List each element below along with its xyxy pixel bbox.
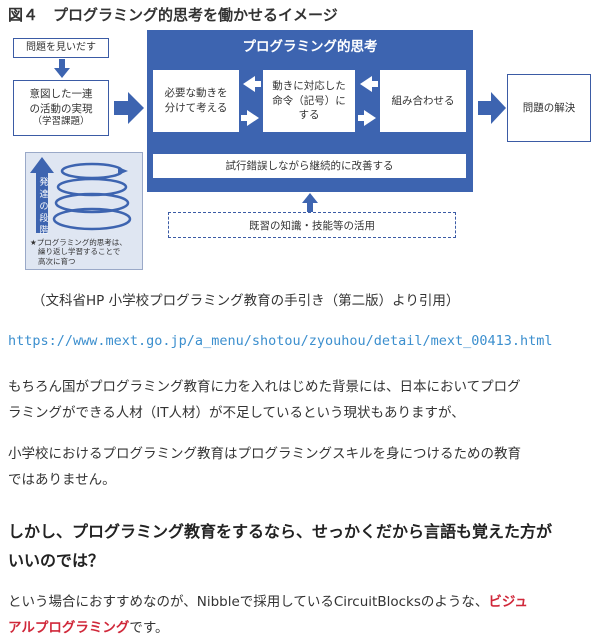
- note-line1: ★プログラミング的思考は、: [30, 237, 127, 247]
- solve-label: 問題の解決: [522, 101, 576, 114]
- step-1-line2: 分けて考える: [164, 102, 228, 114]
- paragraph-3-line1: という場合におすすめなのが、Nibbleで採用しているCircuitBlocks…: [8, 589, 593, 615]
- section-heading: しかし、プログラミング教育をするなら、せっかくだから言語も覚えた方が いいのでは…: [8, 517, 593, 575]
- knowledge-label: 既習の知識・技能等の活用: [249, 219, 375, 232]
- paragraph-2-line2: ではありません。: [8, 472, 116, 488]
- paragraph-3-suffix: です。: [129, 620, 169, 636]
- trial-label: 試行錯誤しながら継続的に改善する: [225, 159, 394, 172]
- step-3-label: 組み合わせる: [391, 94, 455, 107]
- trial-box: 試行錯誤しながら継続的に改善する: [153, 154, 466, 178]
- arrow-right-icon: [478, 92, 506, 124]
- paragraph-1-line1: もちろん国がプログラミング教育に力を入れはじめた背景には、日本においてプログ: [8, 379, 521, 395]
- bidirectional-arrow-icon: [241, 76, 261, 126]
- problem-find-label: 問題を見いだす: [26, 42, 96, 54]
- paragraph-3-prefix: という場合におすすめなのが、Nibbleで採用しているCircuitBlocks…: [8, 594, 489, 610]
- figure: 図４ プログラミング的思考を働かせるイメージ 問題を見いだす 意図した一連 の活…: [0, 0, 601, 272]
- up-arrow-icon: [302, 193, 318, 213]
- heading-line2: いいのでは？: [8, 551, 105, 570]
- panel-title: プログラミング的思考: [242, 39, 378, 55]
- knowledge-box: 既習の知識・技能等の活用: [168, 212, 456, 238]
- note-line3: 高次に育つ: [38, 256, 76, 266]
- paragraph-3-line2: アルプログラミングです。: [8, 615, 593, 641]
- bidirectional-arrow-icon: [358, 76, 378, 126]
- step-2-line3: する: [298, 109, 320, 122]
- paragraph-3: という場合におすすめなのが、Nibbleで採用しているCircuitBlocks…: [8, 589, 593, 641]
- step-2-line2: 命令（記号）に: [272, 94, 346, 107]
- note-line2: 繰り返し学習することで: [38, 247, 121, 257]
- programming-thinking-panel: プログラミング的思考 必要な動きを 分けて考える 動きに対応した 命令（記号）に…: [147, 30, 473, 192]
- paragraph-2: 小学校におけるプログラミング教育はプログラミングスキルを身につけるための教育 で…: [8, 441, 593, 493]
- step-3-box: 組み合わせる: [380, 70, 466, 132]
- step-1-box: 必要な動きを 分けて考える: [153, 70, 239, 132]
- heading-line1: しかし、プログラミング教育をするなら、せっかくだから言語も覚えた方が: [8, 522, 553, 541]
- realize-line3: （学習課題）: [32, 115, 90, 127]
- realize-line2: の活動の実現: [29, 102, 93, 115]
- solve-box: 問題の解決: [507, 74, 591, 142]
- figure-caption: （文科省HP 小学校プログラミング教育の手引き（第二版）より引用）: [32, 293, 460, 309]
- step-1-line1: 必要な動きを: [164, 87, 228, 100]
- paragraph-1-line2: ラミングができる人材（IT人材）が不足しているという現状もありますが、: [8, 405, 465, 421]
- development-note: ★プログラミング的思考は、 繰り返し学習することで 高次に育つ: [30, 238, 127, 266]
- development-stage-illustration: 発達の段階 ★プログラミング的思考は、 繰り返し学習することで 高次に育つ: [25, 152, 143, 270]
- paragraph-2-line1: 小学校におけるプログラミング教育はプログラミングスキルを身につけるための教育: [8, 446, 521, 462]
- spiral-icon: [30, 157, 132, 233]
- step-2-box: 動きに対応した 命令（記号）に する: [263, 70, 355, 132]
- down-arrow-icon: [54, 59, 70, 78]
- arrow-right-icon: [114, 92, 144, 124]
- visual-programming-highlight-a: ビジュ: [488, 594, 528, 610]
- source-link[interactable]: https://www.mext.go.jp/a_menu/shotou/zyo…: [8, 333, 553, 349]
- realize-line1: 意図した一連: [29, 88, 93, 101]
- step-2-line1: 動きに対応した: [272, 79, 346, 92]
- visual-programming-highlight-b: アルプログラミング: [8, 620, 130, 636]
- development-label: 発達の段階: [39, 178, 49, 236]
- paragraph-1: もちろん国がプログラミング教育に力を入れはじめた背景には、日本においてプログ ラ…: [8, 374, 593, 426]
- figure-title: 図４ プログラミング的思考を働かせるイメージ: [8, 6, 338, 24]
- realize-box: 意図した一連 の活動の実現 （学習課題）: [13, 80, 109, 136]
- problem-find-box: 問題を見いだす: [13, 38, 109, 58]
